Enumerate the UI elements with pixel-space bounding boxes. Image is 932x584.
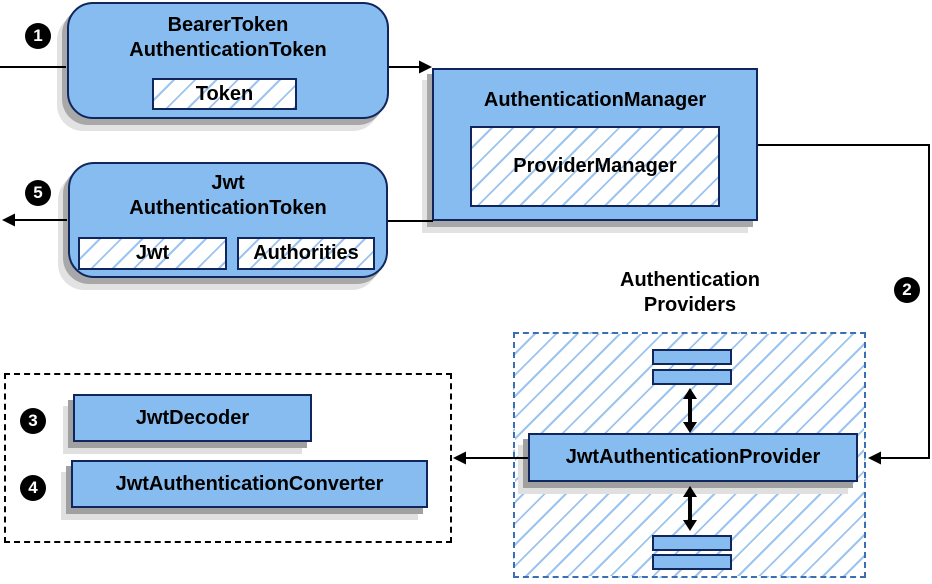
bearer-to-manager-arrow [389,60,432,74]
provider-stack-bottom-bar2-icon [652,554,732,570]
authentication-providers-label-line2: Providers [643,294,737,316]
authentication-providers-label: Authentication Providers [565,268,815,318]
provider-stack-top-bar2-icon [652,369,732,385]
step-badge-1: 1 [25,23,51,49]
provider-stack-bottom-bar1-icon [652,535,732,551]
jwt-authentication-converter-node: JwtAuthenticationConverter [71,460,428,508]
step-badge-2: 2 [894,277,920,303]
bearer-token-title-line2: AuthenticationToken [129,39,327,61]
step-badge-5: 5 [25,180,51,206]
bearer-token-authentication-token-node: BearerToken AuthenticationToken [67,2,389,119]
jwt-token-title-line1: Jwt [211,172,245,194]
jwt-chip: Jwt [78,237,227,270]
converters-group [4,373,452,543]
bearer-token-title-line1: BearerToken [167,14,289,36]
outgoing-response-arrow [2,213,67,227]
provider-stack-top-bar1-icon [652,349,732,365]
provider-manager-chip: ProviderManager [470,126,720,207]
step-badge-3: 3 [20,408,46,434]
step-badge-4: 4 [20,475,46,501]
jwt-authentication-token-title: Jwt AuthenticationToken [70,164,386,221]
authentication-providers-label-line1: Authentication [620,269,760,291]
authentication-manager-title: AuthenticationManager [483,89,707,111]
jwt-decoder-node: JwtDecoder [73,394,312,442]
jwt-authentication-provider-node: JwtAuthenticationProvider [528,433,858,482]
token-chip: Token [152,78,297,110]
authorities-chip: Authorities [237,237,375,270]
jwt-token-title-line2: AuthenticationToken [129,197,327,219]
bearer-token-node-title: BearerToken AuthenticationToken [69,4,387,63]
